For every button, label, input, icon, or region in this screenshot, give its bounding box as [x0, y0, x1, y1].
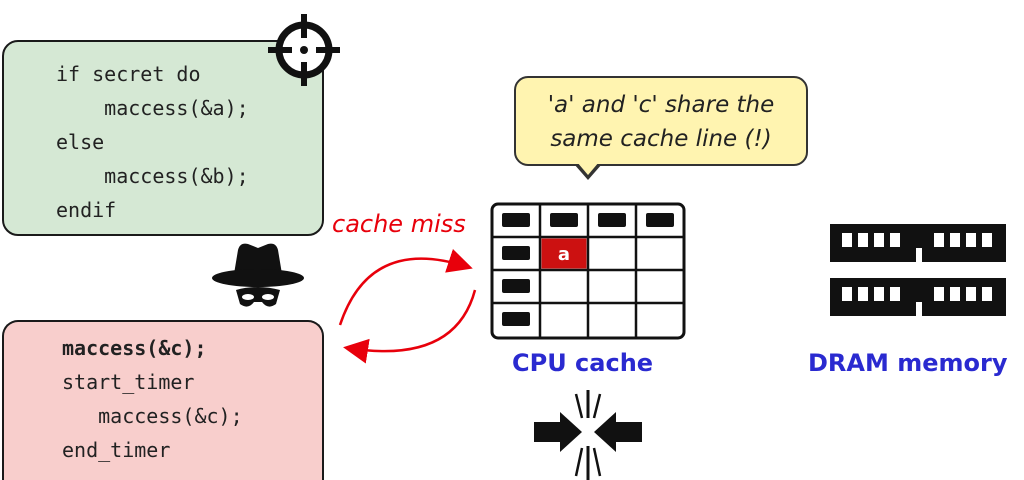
- cache-miss-label: cache miss: [332, 210, 466, 238]
- cache-tag-block: [502, 312, 530, 326]
- cache-tag-block: [646, 213, 674, 227]
- victim-code-line: maccess(&b);: [56, 164, 249, 188]
- curved-arrow-left: [343, 289, 477, 364]
- curved-arrow-right: [338, 248, 473, 326]
- attacker-code-line: start_timer: [62, 370, 195, 394]
- victim-code-box: if secret do maccess(&a); else maccess(&…: [2, 40, 324, 236]
- victim-code-line: endif: [56, 198, 117, 222]
- bubble-tail-fill: [577, 162, 599, 175]
- cache-miss-arrows: [338, 248, 477, 364]
- spy-icon: [212, 243, 304, 307]
- attacker-code-box: maccess(&c); start_timer maccess(&c); en…: [2, 320, 324, 480]
- attacker-code-line: maccess(&c);: [62, 336, 207, 360]
- victim-code-line: else: [56, 130, 105, 154]
- dram-memory-label: DRAM memory: [808, 349, 1008, 377]
- cache-tag-block: [550, 213, 578, 227]
- bubble-text-line: same cache line (!): [550, 126, 772, 152]
- cache-cell-a: [541, 238, 587, 269]
- speech-bubble: 'a' and 'c' share the same cache line (!…: [514, 76, 808, 166]
- attacker-code-line: maccess(&c);: [62, 404, 243, 428]
- cache-cell-a-label: a: [558, 244, 570, 265]
- collision-icon: [534, 390, 642, 480]
- ram-module-icon: [830, 224, 1006, 316]
- victim-code-line: if secret do: [56, 62, 201, 86]
- cache-tag-block: [502, 246, 530, 260]
- cache-tag-block: [502, 279, 530, 293]
- bubble-text-line: 'a' and 'c' share the: [547, 92, 775, 118]
- cpu-cache-label: CPU cache: [512, 349, 654, 377]
- attacker-code-line: end_timer: [62, 438, 171, 462]
- cpu-cache-grid: a: [490, 202, 686, 340]
- crosshair-icon: [268, 14, 340, 86]
- cache-tag-block: [598, 213, 626, 227]
- cache-tag-block: [502, 213, 530, 227]
- victim-code-line: maccess(&a);: [56, 96, 249, 120]
